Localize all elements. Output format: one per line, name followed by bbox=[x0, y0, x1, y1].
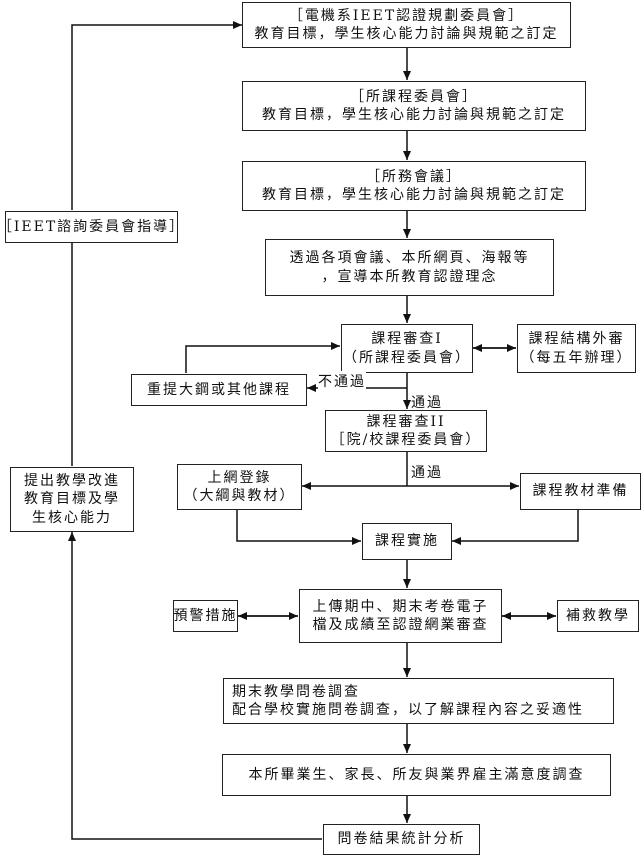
resubmit-text: 重提大鋼或其他課程 bbox=[147, 381, 291, 398]
promote-line1: 透過各項會議、本所網頁、海報等 bbox=[289, 250, 530, 267]
external-review-box: 課程結構外審 （每五年辦理） bbox=[517, 324, 636, 373]
course-committee-title: ［所課程委員會］ bbox=[350, 88, 478, 105]
improvement-line3: 生核心能力 bbox=[32, 509, 112, 526]
course-review-1-desc: （所課程委員會） bbox=[343, 349, 471, 366]
course-review-2-box: 課程審查II ［院/校課程委員會） bbox=[325, 410, 487, 452]
ieet-planning-committee-desc: 教育目標，學生核心能力討論與規範之訂定 bbox=[254, 26, 559, 42]
arrow-analysis-to-improve bbox=[68, 532, 322, 840]
upload-syllabus-desc: （大綱與教材） bbox=[183, 488, 296, 504]
teaching-survey-box: 期末教學問卷調查 配合學校實施問卷調查，以了解課程內容之妥適性 bbox=[223, 678, 614, 724]
upload-exams-line2: 檔及成績至認證網業審查 bbox=[312, 617, 489, 633]
satisfaction-survey-box: 本所畢業生、家長、所友與業界雇主滿意度調查 bbox=[222, 754, 611, 796]
teaching-survey-desc: 配合學校實施問卷調查，以了解課程內容之妥適性 bbox=[232, 702, 584, 718]
course-committee-box: ［所課程委員會］ 教育目標，學生核心能力討論與規範之訂定 bbox=[242, 81, 586, 131]
teaching-survey-title: 期末教學問卷調查 bbox=[232, 683, 360, 700]
materials-prep-text: 課程教材準備 bbox=[532, 483, 629, 500]
upload-exams-line1: 上傳期中、期末考卷電子 bbox=[312, 598, 489, 615]
course-review-2-desc: ［院/校課程委員會） bbox=[330, 432, 482, 448]
upload-syllabus-box: 上網登錄 （大綱與教材） bbox=[177, 464, 302, 510]
course-review-1-box: 課程審查I （所課程委員會） bbox=[341, 324, 473, 373]
resubmit-box: 重提大鋼或其他課程 bbox=[131, 374, 307, 406]
ieet-planning-committee-box: ［電機系IEET認證規劃委員會］ 教育目標，學生核心能力討論與規範之訂定 bbox=[242, 2, 571, 48]
warning-measures-text: 預警措施 bbox=[173, 607, 238, 624]
warning-measures-box: 預警措施 bbox=[173, 600, 238, 632]
affairs-meeting-title: ［所務會議］ bbox=[366, 168, 462, 185]
ieet-planning-committee-title: ［電機系IEET認證規劃委員會］ bbox=[288, 7, 525, 24]
survey-analysis-box: 問卷結果統計分析 bbox=[323, 824, 480, 855]
arrow-advisory-to-committee bbox=[71, 21, 242, 210]
external-review-title: 課程結構外審 bbox=[528, 331, 625, 348]
fail-label: 不通過 bbox=[318, 371, 366, 391]
ieet-advisory-box: ［IEET諮詢委員會指導］ bbox=[0, 211, 183, 243]
improvement-line1: 提出教學改進 bbox=[24, 473, 120, 490]
improvement-proposal-box: 提出教學改進 教育目標及學 生核心能力 bbox=[10, 467, 134, 532]
remedial-teaching-box: 補救教學 bbox=[557, 600, 639, 632]
affairs-meeting-desc: 教育目標，學生核心能力討論與規範之訂定 bbox=[262, 187, 566, 203]
affairs-meeting-box: ［所務會議］ 教育目標，學生核心能力討論與規範之訂定 bbox=[242, 161, 586, 211]
pass-label-2: 通過 bbox=[411, 462, 443, 482]
promote-line2: ，宣導本所教育認證理念 bbox=[321, 268, 498, 285]
course-review-1-title: 課程審查I bbox=[371, 331, 443, 348]
arrow-resubmit-to-review1 bbox=[185, 342, 340, 373]
improvement-line2: 教育目標及學 bbox=[24, 491, 120, 508]
arrow-syllabus-to-implement bbox=[236, 510, 361, 545]
promote-box: 透過各項會議、本所網頁、海報等 ，宣導本所教育認證理念 bbox=[265, 239, 554, 296]
materials-prep-box: 課程教材準備 bbox=[520, 473, 641, 510]
course-implementation-text: 課程實施 bbox=[375, 533, 439, 550]
satisfaction-survey-text: 本所畢業生、家長、所友與業界雇主滿意度調查 bbox=[248, 766, 585, 783]
upload-exams-box: 上傳期中、期末考卷電子 檔及成績至認證網業審查 bbox=[299, 589, 502, 643]
course-committee-desc: 教育目標，學生核心能力討論與規範之訂定 bbox=[262, 107, 566, 123]
arrow-materials-to-implement bbox=[452, 510, 579, 545]
pass-label-1: 通過 bbox=[411, 392, 443, 412]
ieet-advisory-text: ［IEET諮詢委員會指導］ bbox=[0, 218, 186, 235]
upload-syllabus-title: 上網登錄 bbox=[207, 469, 272, 486]
course-implementation-box: 課程實施 bbox=[362, 523, 452, 560]
survey-analysis-text: 問卷結果統計分析 bbox=[337, 831, 466, 848]
external-review-desc: （每五年辦理） bbox=[520, 349, 633, 366]
remedial-teaching-text: 補救教學 bbox=[566, 607, 630, 624]
course-review-2-title: 課程審查II bbox=[366, 413, 446, 430]
